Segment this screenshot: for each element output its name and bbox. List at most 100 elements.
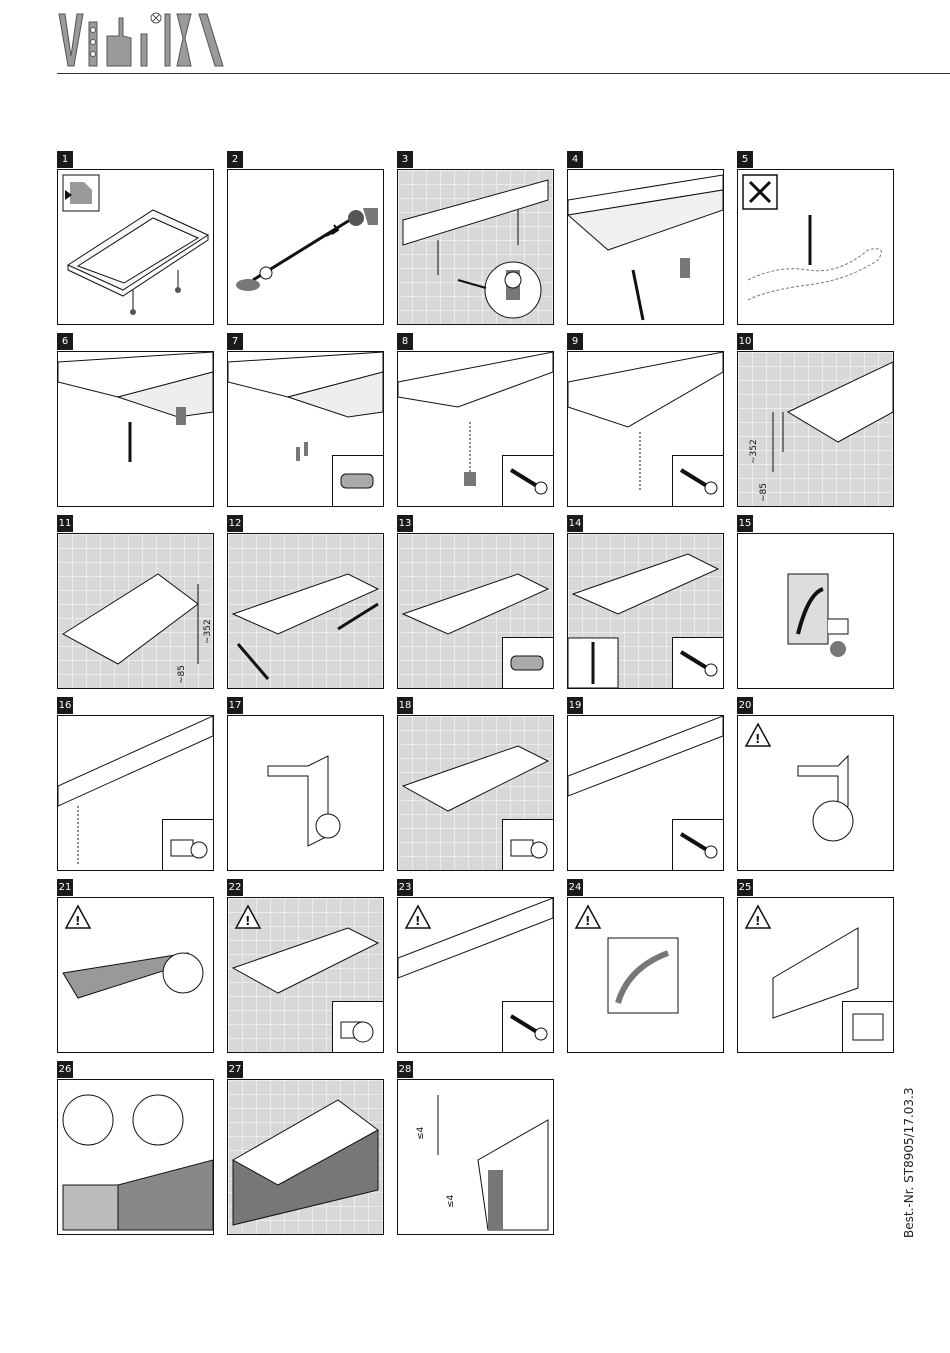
detail-inset <box>672 819 723 870</box>
step-illustration <box>227 1079 384 1235</box>
step-6: 6 <box>57 333 214 507</box>
step-illustration: ! <box>567 897 724 1053</box>
step-12: 12 <box>227 515 384 689</box>
step-15: 15 <box>737 515 894 689</box>
step-illustration <box>567 169 724 325</box>
step-9: 9 <box>567 333 724 507</box>
step-25: 25 ! <box>737 879 894 1053</box>
detail-inset <box>672 455 723 506</box>
step-number: 27 <box>227 1061 243 1078</box>
brand-logo-icon <box>57 8 237 72</box>
step-number: 9 <box>567 333 583 350</box>
step-20: 20 ! <box>737 697 894 871</box>
step-number: 25 <box>737 879 753 896</box>
detail-inset <box>332 455 383 506</box>
step-number: 19 <box>567 697 583 714</box>
step-27: 27 <box>227 1061 384 1235</box>
order-number: Best.-Nr. ST8905/17.03.3 <box>902 1088 916 1239</box>
step-illustration <box>227 715 384 871</box>
step-number: 17 <box>227 697 243 714</box>
step-illustration: ! <box>397 897 554 1053</box>
dim-label: ≤4 <box>446 1194 456 1208</box>
svg-text:!: ! <box>755 914 760 928</box>
svg-text:!: ! <box>75 914 80 928</box>
step-illustration <box>397 533 554 689</box>
step-number: 5 <box>737 151 753 168</box>
warning-saw-cut-icon: ! <box>58 898 213 1052</box>
step-16: 16 <box>57 697 214 871</box>
step-23: 23 ! <box>397 879 554 1053</box>
panel-press-fit-icon <box>228 1080 383 1234</box>
step-illustration <box>57 351 214 507</box>
screw-icon <box>503 1002 553 1052</box>
step-10: 10 ~352 ~85 <box>737 333 894 507</box>
step-number: 18 <box>397 697 413 714</box>
step-number: 14 <box>567 515 583 532</box>
tub-wall-measurement-icon: ~352 ~85 <box>58 534 213 688</box>
step-number: 4 <box>567 151 583 168</box>
step-number: 2 <box>227 151 243 168</box>
level-check-icon <box>568 170 723 324</box>
step-17: 17 <box>227 697 384 871</box>
wall-rail-mount-icon <box>228 534 383 688</box>
step-18: 18 <box>397 697 554 871</box>
step-illustration <box>57 1079 214 1235</box>
step-illustration: ~352 ~85 <box>57 533 214 689</box>
step-11: 11 ~352 ~85 <box>57 515 214 689</box>
step-3: 3 <box>397 151 554 325</box>
detail-inset <box>502 819 553 870</box>
step-26: 26 <box>57 1061 214 1235</box>
step-number: 11 <box>57 515 73 532</box>
step-1: 1 <box>57 151 214 325</box>
dim-label: ~352 <box>203 619 213 644</box>
screw-icon <box>503 456 553 506</box>
step-number: 20 <box>737 697 753 714</box>
panel-corner-join-icon <box>58 1080 213 1234</box>
step-7: 7 <box>227 333 384 507</box>
step-number: 16 <box>57 697 73 714</box>
step-illustration <box>57 715 214 871</box>
step-number: 1 <box>57 151 73 168</box>
detail-inset <box>332 1001 383 1052</box>
step-number: 23 <box>397 879 413 896</box>
screw-icon <box>673 820 723 870</box>
svg-text:!: ! <box>585 914 590 928</box>
step-number: 15 <box>737 515 753 532</box>
step-13: 13 <box>397 515 554 689</box>
step-illustration <box>397 169 554 325</box>
step-illustration <box>227 533 384 689</box>
bracket-clip-icon <box>738 534 893 688</box>
bathtub-overview-icon <box>58 170 213 324</box>
screw-icon <box>673 638 723 688</box>
dim-label: ~85 <box>759 483 769 502</box>
svg-text:!: ! <box>755 732 760 746</box>
dim-label: ~352 <box>749 439 759 464</box>
step-28: 28 ≤4 ≤4 <box>397 1061 554 1235</box>
header-rule <box>57 73 950 74</box>
detail-inset <box>672 637 723 688</box>
step-number: 21 <box>57 879 73 896</box>
step-illustration <box>737 169 894 325</box>
step-2: 2 <box>227 151 384 325</box>
step-illustration: ! <box>57 897 214 1053</box>
step-24: 24 ! <box>567 879 724 1053</box>
step-illustration: ~352 ~85 <box>737 351 894 507</box>
step-illustration: ! <box>737 897 894 1053</box>
step-21: 21 ! <box>57 879 214 1053</box>
detail-inset <box>502 1001 553 1052</box>
step-illustration <box>227 351 384 507</box>
no-drilling-pipes-icon <box>738 170 893 324</box>
foot-adjustment-icon <box>398 170 553 324</box>
step-number: 8 <box>397 333 413 350</box>
step-14: 14 <box>567 515 724 689</box>
dowel-icon <box>333 456 383 506</box>
bracket-knob-icon <box>503 820 553 870</box>
adjustable-foot-parts-icon <box>228 170 383 324</box>
step-5: 5 <box>737 151 894 325</box>
drill-position-icon <box>58 352 213 506</box>
svg-text:!: ! <box>415 914 420 928</box>
pad-icon <box>843 1002 893 1052</box>
warning-adhesive-pad-icon: ! <box>568 898 723 1052</box>
dim-label: ~85 <box>177 665 187 684</box>
step-number: 13 <box>397 515 413 532</box>
